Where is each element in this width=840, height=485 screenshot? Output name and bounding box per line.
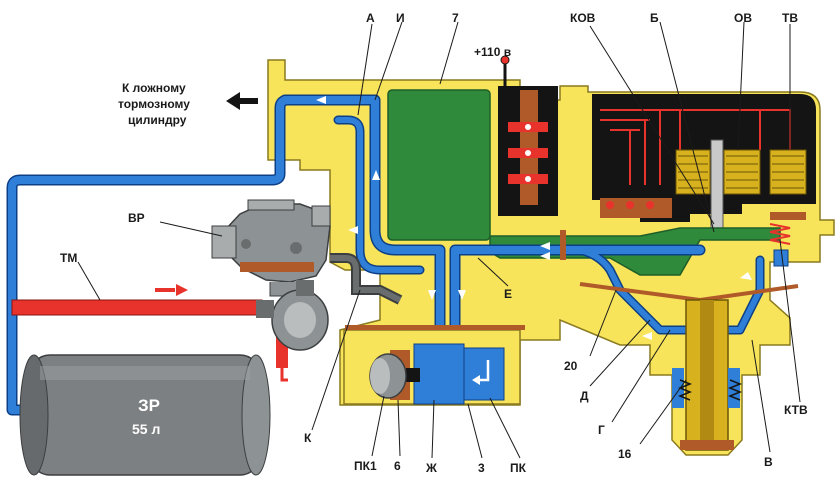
coil-tv bbox=[769, 149, 807, 195]
label-pk: ПК bbox=[510, 461, 527, 475]
label-kov: КОВ bbox=[570, 11, 596, 25]
tm-shutoff-valve bbox=[256, 280, 329, 351]
terminals bbox=[606, 201, 654, 209]
tank-name: ЗР bbox=[138, 396, 160, 415]
label-k: К bbox=[304, 431, 312, 445]
chamber-7 bbox=[387, 89, 491, 241]
label-3: 3 bbox=[478, 461, 485, 475]
armature-rod bbox=[710, 139, 724, 233]
piston-16 bbox=[672, 299, 743, 451]
label-b: Б bbox=[650, 11, 659, 25]
label-d: Д bbox=[580, 389, 589, 403]
ktv-spring bbox=[769, 223, 791, 267]
contact-pins bbox=[508, 122, 548, 184]
text-labels: А И 7 +110 в КОВ Б ОВ ТВ К ложному тормо… bbox=[60, 11, 808, 475]
power-terminal bbox=[500, 55, 510, 65]
label-v: В bbox=[764, 455, 773, 469]
label-e: Е bbox=[504, 287, 512, 301]
leader-lines bbox=[77, 21, 801, 459]
label-16: 16 bbox=[618, 447, 632, 461]
reservoir-zr: ЗР 55 л bbox=[19, 354, 271, 476]
lower-valve-block bbox=[343, 329, 521, 405]
label-g: Г bbox=[598, 423, 605, 437]
coil-ov bbox=[723, 149, 761, 195]
flow-arrows bbox=[316, 96, 752, 340]
tank-volume: 55 л bbox=[132, 421, 160, 437]
outlet-arrow bbox=[226, 92, 258, 110]
note-line-3: цилиндру bbox=[128, 113, 187, 127]
label-7: 7 bbox=[452, 11, 459, 25]
terminal-strip bbox=[600, 198, 672, 218]
label-ktv: КТВ bbox=[784, 403, 808, 417]
label-tv: ТВ bbox=[782, 11, 798, 25]
air-distributor-vr bbox=[211, 199, 331, 297]
label-110v: +110 в bbox=[474, 45, 511, 59]
label-6: 6 bbox=[394, 459, 401, 473]
label-tm: ТМ bbox=[60, 251, 77, 265]
air-channels-fill bbox=[8, 96, 763, 414]
label-vr: ВР bbox=[128, 211, 145, 225]
label-20: 20 bbox=[564, 359, 578, 373]
label-pk1: ПК1 bbox=[354, 459, 377, 473]
label-a: А bbox=[366, 11, 375, 25]
label-i: И bbox=[396, 11, 405, 25]
label-ov: ОВ bbox=[734, 11, 752, 25]
note-line-1: К ложному bbox=[122, 81, 186, 95]
chamber-pk bbox=[463, 347, 505, 401]
label-zh: Ж bbox=[425, 461, 437, 475]
note-line-2: тормозному bbox=[118, 97, 190, 111]
